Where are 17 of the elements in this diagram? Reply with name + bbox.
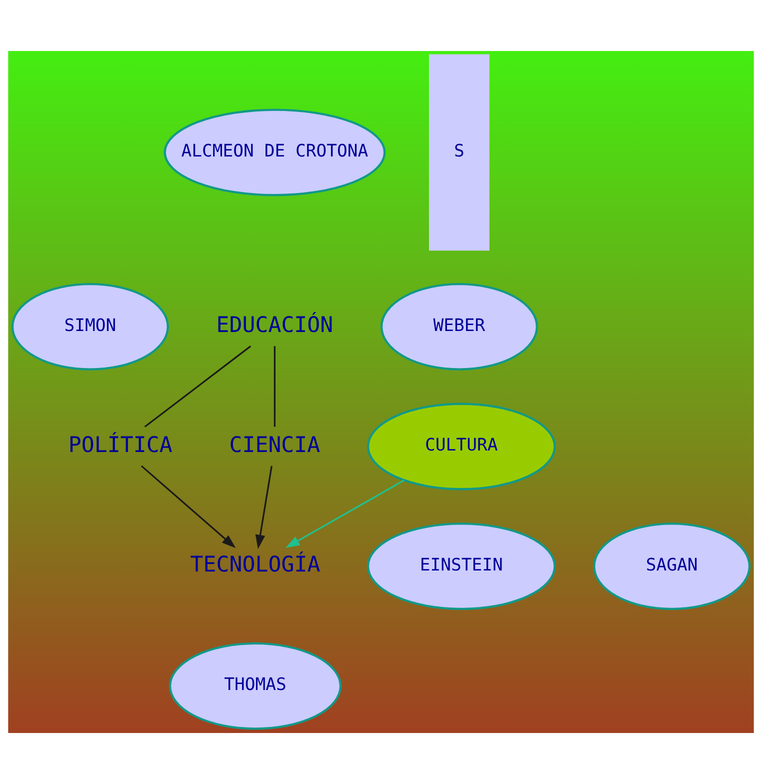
node-box: S xyxy=(429,54,490,251)
node-text: CIENCIA xyxy=(229,432,320,458)
node-ellipse: EINSTEIN xyxy=(366,522,556,610)
node-ellipse: ALCMEON DE CROTONA xyxy=(164,108,386,196)
node-ellipse: THOMAS xyxy=(168,642,342,730)
node-text: TECNOLOGÍA xyxy=(190,552,320,578)
node-text: EDUCACIÓN xyxy=(216,313,334,338)
node-ellipse: WEBER xyxy=(380,283,538,370)
arrow xyxy=(140,465,236,548)
connector xyxy=(144,346,252,428)
node-ellipse: CULTURA xyxy=(366,402,556,490)
arrow xyxy=(286,480,404,548)
arrow xyxy=(255,466,272,549)
node-ellipse: SIMON xyxy=(11,283,169,370)
node-ellipse: SAGAN xyxy=(593,522,751,610)
connector xyxy=(274,346,276,427)
node-text: POLÍTICA xyxy=(68,432,172,458)
